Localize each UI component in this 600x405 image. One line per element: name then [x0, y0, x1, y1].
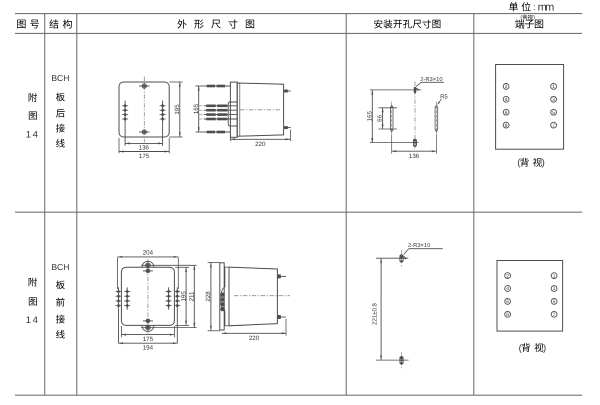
svg-text:): ) [542, 158, 545, 169]
svg-text:195: 195 [174, 104, 181, 115]
svg-text:2-R3×10: 2-R3×10 [420, 76, 442, 83]
svg-text:7: 7 [553, 312, 556, 318]
svg-text:211: 211 [189, 291, 196, 301]
svg-text:204: 204 [143, 249, 154, 256]
svg-text:5: 5 [552, 110, 555, 116]
svg-text:165: 165 [193, 103, 200, 114]
svg-text:66: 66 [377, 114, 384, 121]
svg-text:1: 1 [552, 84, 555, 90]
svg-text:221±0.8: 221±0.8 [372, 303, 379, 325]
svg-text:3: 3 [553, 286, 556, 292]
svg-text:2: 2 [506, 273, 509, 279]
svg-text:mm: mm [538, 1, 555, 13]
svg-text:BCH: BCH [51, 262, 69, 272]
svg-text:136: 136 [139, 144, 150, 151]
svg-text:(: ( [519, 343, 523, 354]
svg-text:220: 220 [255, 141, 266, 148]
svg-text:): ) [533, 14, 535, 21]
svg-text:3: 3 [552, 97, 555, 103]
svg-text:6: 6 [506, 299, 509, 305]
svg-text:195: 195 [180, 291, 187, 302]
svg-text:136: 136 [409, 153, 420, 160]
svg-text:6: 6 [505, 110, 508, 116]
svg-text:2-R3×10: 2-R3×10 [408, 242, 430, 249]
svg-text:175: 175 [139, 153, 150, 160]
svg-text:8: 8 [505, 123, 508, 129]
svg-text:R5: R5 [440, 94, 448, 101]
svg-text:175: 175 [143, 336, 154, 343]
svg-text:(: ( [517, 158, 521, 169]
svg-text:194: 194 [143, 345, 154, 352]
svg-text:1: 1 [553, 273, 556, 279]
svg-text:5: 5 [553, 299, 556, 305]
svg-text:14: 14 [26, 315, 40, 326]
svg-text:220: 220 [249, 335, 260, 342]
svg-text:): ) [543, 343, 546, 354]
svg-text:2: 2 [505, 84, 508, 90]
svg-text:14: 14 [26, 130, 40, 141]
svg-text:(: ( [520, 14, 522, 21]
svg-text:228: 228 [205, 291, 212, 302]
svg-text::: : [533, 2, 536, 12]
svg-text:BCH: BCH [51, 73, 69, 83]
svg-text:4: 4 [505, 97, 508, 103]
svg-text:7: 7 [552, 123, 555, 129]
svg-text:165: 165 [366, 111, 373, 122]
svg-text:8: 8 [506, 312, 509, 318]
svg-text:4: 4 [506, 286, 509, 292]
